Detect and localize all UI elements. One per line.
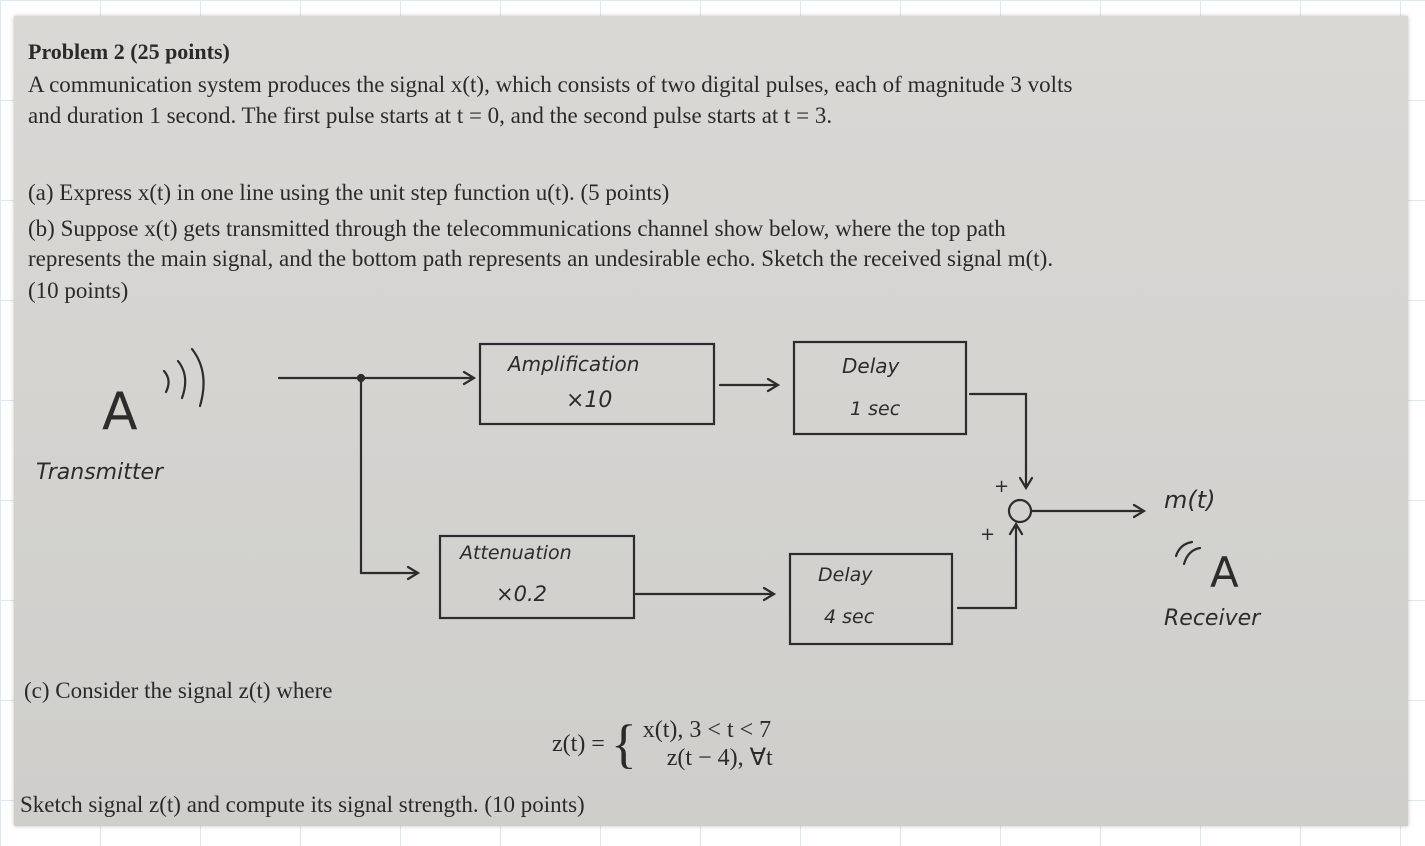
plus-top-sign: + [994,476,1010,497]
part-b-line-2: represents the main signal, and the bott… [28,246,1054,271]
plus-bottom-sign: + [980,524,996,545]
delay-top-value: 1 sec [850,398,901,420]
z-definition-formula: z(t) = { x(t), 3 < t < 7 z(t − 4), ∀t [552,716,773,772]
output-label: m(t) [1164,486,1216,514]
formula-brace: { [610,714,637,774]
transmitter-label: Transmitter [36,460,164,485]
part-b-line-1: (b) Suppose x(t) gets transmitted throug… [28,216,1006,241]
amplification-title: Amplification [508,352,640,376]
delay-bottom-title: Delay [818,564,873,586]
intro-line-1: A communication system produces the sign… [28,72,1073,97]
delay-top-title: Delay [842,354,900,378]
worksheet-photo: Problem 2 (25 points) A communication sy… [14,16,1408,826]
formula-case-2: z(t − 4), ∀t [666,745,773,771]
attenuation-title: Attenuation [460,542,572,564]
formula-cases: x(t), 3 < t < 7 z(t − 4), ∀t [643,716,773,772]
delay-top-box [792,340,968,436]
part-b-line-3: (10 points) [28,278,129,303]
receiver-antenna-icon: A [1210,548,1239,597]
delay-bottom-box [788,552,954,646]
wave-3 [190,347,205,408]
receiver-label: Receiver [1164,606,1261,631]
attenuation-box [438,534,636,620]
part-c-text: (c) Consider the signal z(t) where [24,678,333,703]
amplification-gain: ×10 [566,388,613,413]
summer-circle [1007,498,1033,524]
channel-diagram [162,340,1202,646]
part-a-text: (a) Express x(t) in one line using the u… [28,180,670,205]
delay-bottom-value: 4 sec [824,606,875,628]
intro-line-2: and duration 1 second. The first pulse s… [28,103,833,128]
formula-lhs: z(t) = [552,731,605,757]
problem-title: Problem 2 (25 points) [28,39,230,64]
amplification-box [478,342,716,426]
transmitter-antenna-icon: A [102,382,138,442]
wave-1 [162,369,170,394]
sketch-instruction: Sketch signal z(t) and compute its signa… [20,792,585,817]
formula-case-1: x(t), 3 < t < 7 [642,717,772,743]
attenuation-gain: ×0.2 [496,582,547,606]
wave-2 [176,359,187,400]
